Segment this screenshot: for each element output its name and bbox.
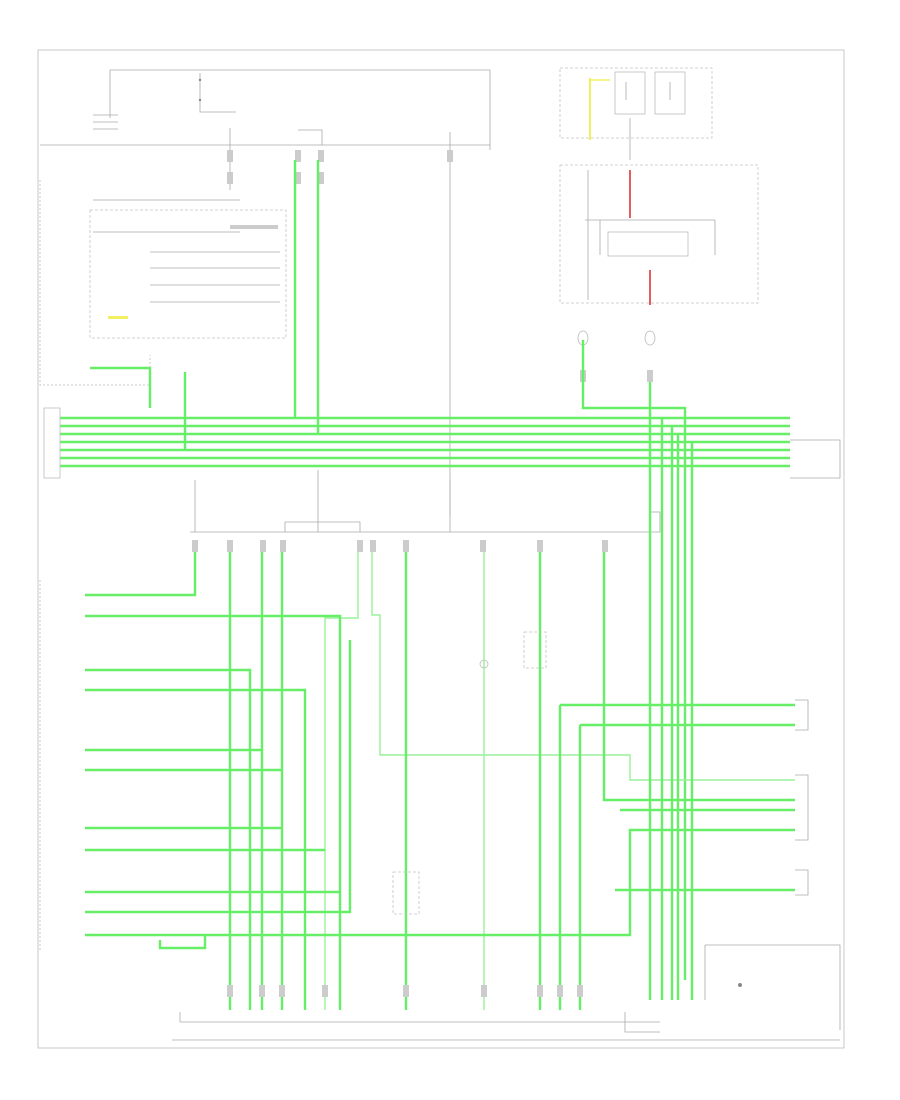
green-bus — [43, 407, 790, 479]
right-lower-connectors — [558, 699, 809, 1010]
center-lamp-a — [479, 659, 489, 669]
junction — [190, 511, 661, 533]
center-lamp-b — [523, 631, 547, 669]
top-mid-switch — [198, 73, 236, 113]
junction-drops — [192, 470, 651, 552]
bottom-ground-bus — [172, 985, 840, 1041]
right-connector — [790, 439, 841, 479]
top-right-module — [559, 67, 713, 160]
left-module — [39, 180, 287, 386]
top-left-module — [40, 69, 491, 150]
right-vertical-bundle — [648, 382, 694, 1000]
top-connectors — [227, 150, 453, 184]
right-upper-connectors — [577, 330, 656, 382]
bottom-right-ground — [704, 944, 841, 1030]
right-control-box — [559, 164, 759, 305]
diagram-frame — [37, 49, 845, 1049]
left-lower-connectors — [39, 580, 795, 1010]
center-module — [392, 871, 420, 915]
